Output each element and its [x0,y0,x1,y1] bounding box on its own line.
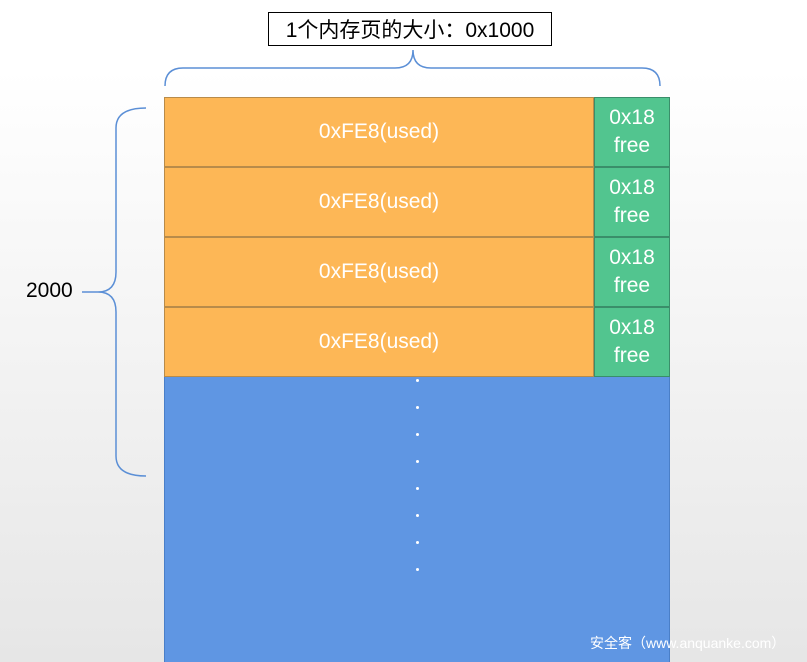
ellipsis-dot [416,487,419,490]
count-label: 2000 [26,279,73,302]
free-label: free [613,344,651,367]
used-block: 0xFE8(used) [164,307,594,377]
free-label: free [613,204,651,227]
count-brace [97,107,147,477]
free-size: 0x18 [609,176,655,199]
ellipsis-dot [416,514,419,517]
free-block: 0x18 free [594,167,670,237]
ellipsis-dot [416,568,419,571]
free-block: 0x18 free [594,237,670,307]
page-size-title: 1个内存页的大小：0x1000 [268,12,552,46]
watermark: 安全客（www.anquanke.com） [590,635,786,651]
ellipsis-dot [416,406,419,409]
free-size: 0x18 [609,316,655,339]
free-block: 0x18 free [594,97,670,167]
used-block: 0xFE8(used) [164,167,594,237]
free-label: free [613,134,651,157]
free-label: free [613,274,651,297]
page-width-brace [164,49,661,87]
ellipsis-dot [416,460,419,463]
free-size: 0x18 [609,246,655,269]
ellipsis-dot [416,379,419,382]
used-block: 0xFE8(used) [164,237,594,307]
free-size: 0x18 [609,106,655,129]
ellipsis-dot [416,433,419,436]
ellipsis-dot [416,541,419,544]
free-block: 0x18 free [594,307,670,377]
used-block: 0xFE8(used) [164,97,594,167]
